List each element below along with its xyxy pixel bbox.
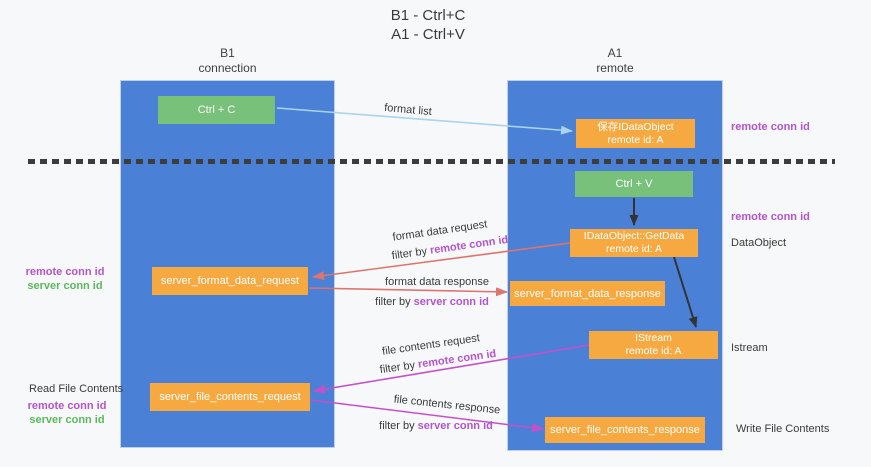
lane-header-a1: A1 remote (507, 46, 723, 76)
istream-side-label: Istream (731, 342, 768, 354)
getdata-line1: IDataObject::GetData (583, 230, 685, 242)
format-data-response-label: format data response (385, 276, 489, 288)
istream-line1: IStream (635, 332, 672, 344)
server-format-data-request-node: server_format_data_request (152, 267, 308, 295)
lane-a1-title: A1 (607, 46, 623, 60)
istream-line2: remote id: A (625, 345, 682, 357)
ctrl-c-label: Ctrl + C (197, 104, 236, 116)
left-remote-conn-id-1: remote conn id (25, 266, 105, 278)
file-contents-response-label: file contents response (393, 393, 501, 417)
server-file-contents-request-node: server_file_contents_request (150, 383, 310, 411)
lane-b1-subtitle: connection (198, 61, 257, 75)
server-format-data-response-node: server_format_data_response (510, 281, 665, 306)
title-line-2: A1 - Ctrl+V (391, 26, 465, 43)
istream-node: IStream remote id: A (589, 331, 718, 359)
left-remote-conn-id-2: remote conn id (27, 400, 107, 412)
save-dataobject-line1: 保存IDataObject (597, 120, 674, 133)
getdata-line2: remote id: A (605, 243, 663, 255)
ctrl-v-node: Ctrl + V (575, 171, 693, 197)
lane-b1-title: B1 (220, 46, 235, 60)
server-conn-id-text-2: server conn id (417, 420, 493, 432)
getdata-node: IDataObject::GetData remote id: A (570, 229, 698, 257)
ctrl-v-label: Ctrl + V (615, 178, 653, 190)
right-remote-conn-id-1: remote conn id (731, 121, 810, 133)
filter-by-server-2: filter by server conn id (379, 420, 493, 432)
server-format-data-response-label: server_format_data_response (514, 287, 661, 300)
write-file-contents-label: Write File Contents (736, 423, 830, 435)
title-line-1: B1 - Ctrl+C (390, 7, 466, 24)
server-format-data-request-label: server_format_data_request (160, 275, 300, 287)
format-data-response-arrow (308, 287, 508, 297)
left-conn-id-pair-2: remote conn id server conn id (21, 400, 113, 427)
server-file-contents-request-label: server_file_contents_request (159, 391, 301, 403)
left-server-conn-id-1: server conn id (27, 279, 103, 292)
format-list-label: format list (383, 101, 433, 119)
left-conn-id-pair-1: remote conn id server conn id (19, 266, 111, 293)
server-conn-id-text: server conn id (413, 296, 489, 308)
lane-a1-subtitle: remote (596, 61, 634, 75)
remote-conn-id-text: remote conn id (429, 233, 509, 257)
left-server-conn-id-2: server conn id (29, 413, 105, 426)
filter-by-server-1: filter by server conn id (375, 296, 489, 308)
dataobject-label: DataObject (731, 237, 787, 249)
dashed-divider (28, 159, 835, 164)
right-remote-conn-id-2: remote conn id (731, 211, 810, 223)
save-dataobject-line2: remote id: A (607, 133, 664, 146)
server-file-contents-response-node: server_file_contents_response (545, 417, 705, 443)
save-dataobject-node: 保存IDataObject remote id: A (576, 119, 695, 148)
diagram-title: B1 - Ctrl+C A1 - Ctrl+V (0, 6, 856, 44)
ctrl-c-node: Ctrl + C (158, 96, 275, 124)
server-file-contents-response-label: server_file_contents_response (550, 424, 700, 436)
lane-header-b1: B1 connection (120, 46, 335, 76)
read-file-contents-label: Read File Contents (29, 383, 124, 395)
